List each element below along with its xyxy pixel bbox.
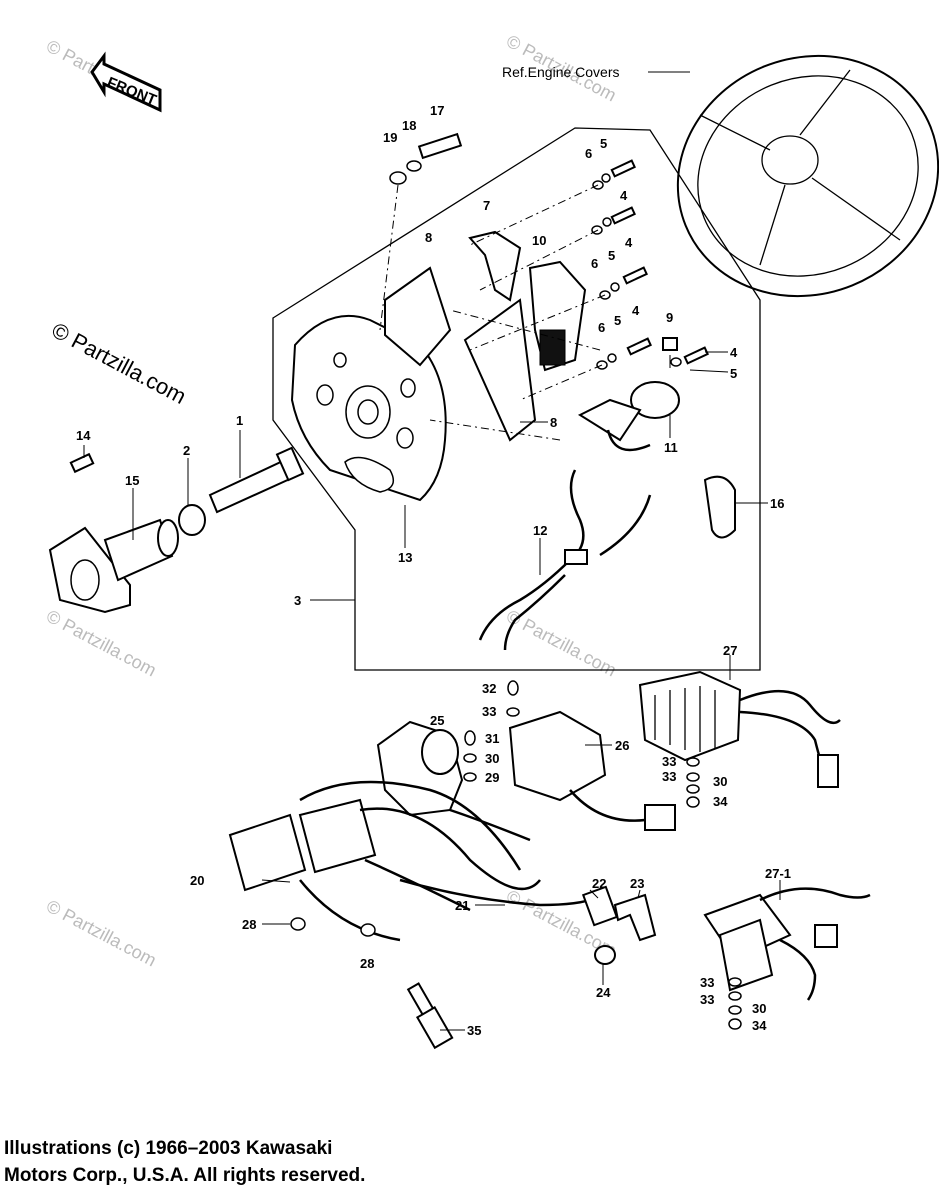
callout-8: 8 [425, 230, 432, 245]
callout-33: 33 [700, 992, 714, 1007]
callout-20: 20 [190, 873, 204, 888]
plug-cap [613, 893, 657, 942]
callout-19: 19 [383, 130, 397, 145]
callout-28: 28 [242, 917, 256, 932]
watermark-main: © Partzilla.com [48, 317, 191, 409]
callout-35: 35 [467, 1023, 481, 1038]
callout-26: 26 [615, 738, 629, 753]
high-tension-lead [399, 878, 596, 907]
callout-10: 10 [532, 233, 546, 248]
callout-30: 30 [713, 774, 727, 789]
callout-32: 32 [482, 681, 496, 696]
callout-27-1: 27-1 [765, 866, 791, 881]
lead-wire [478, 469, 652, 651]
assembly-guides [379, 184, 606, 441]
callout-8: 8 [550, 415, 557, 430]
callout-11: 11 [664, 440, 678, 455]
callout-6: 6 [591, 256, 598, 271]
regulator [376, 720, 531, 842]
points-felt [539, 329, 566, 366]
callout-4: 4 [620, 188, 628, 203]
copyright-line: Motors Corp., U.S.A. All rights reserved… [4, 1165, 366, 1186]
watermark: © Partzilla.com [43, 896, 159, 971]
contact-plate [463, 298, 537, 442]
leader-lines [83, 351, 781, 1031]
callout-30: 30 [485, 751, 499, 766]
spacer [662, 337, 678, 351]
callout-5: 5 [614, 313, 621, 328]
callout-16: 16 [770, 496, 784, 511]
rectifier [508, 710, 676, 831]
callout-34: 34 [713, 794, 728, 809]
callout-18: 18 [402, 118, 416, 133]
callout-22: 22 [592, 876, 606, 891]
watermark: © Partzilla.com [43, 606, 159, 681]
callout-3: 3 [294, 593, 301, 608]
bracket [703, 887, 871, 1001]
lock-washer [406, 160, 422, 172]
callout-27: 27 [723, 643, 737, 658]
small-hardware [290, 680, 742, 1030]
callout-17: 17 [430, 103, 444, 118]
callout-15: 15 [125, 473, 139, 488]
parts-diagram: © Partzilla.com © Partzilla.com © Partzi… [43, 31, 939, 1050]
timing-advancer [48, 518, 179, 614]
callout-30: 30 [752, 1001, 766, 1016]
callout-29: 29 [485, 770, 499, 785]
callout-23: 23 [630, 876, 644, 891]
pin [69, 452, 95, 474]
condenser [577, 381, 680, 452]
callout-7: 7 [483, 198, 490, 213]
stator-assembly-outline [272, 127, 761, 671]
front-arrow-icon: FRONT [90, 51, 162, 113]
screw-set [591, 159, 709, 370]
advancer-bolt [208, 446, 305, 514]
plug-cap [581, 885, 619, 927]
cap [594, 945, 616, 965]
screw [417, 132, 463, 160]
callout-9: 9 [666, 310, 673, 325]
callout-13: 13 [398, 550, 412, 565]
spark-plug [406, 982, 454, 1050]
contact-plate [384, 266, 452, 367]
callout-28: 28 [360, 956, 374, 971]
callout-14: 14 [76, 428, 91, 443]
callout-1: 1 [236, 413, 243, 428]
callout-4: 4 [730, 345, 738, 360]
copyright-line: Illustrations (c) 1966–2003 Kawasaki [4, 1138, 333, 1159]
callout-33: 33 [662, 769, 676, 784]
callout-33: 33 [482, 704, 496, 719]
callout-6: 6 [585, 146, 592, 161]
base-plate [290, 314, 447, 502]
engine-cover: Ref.Engine Covers [502, 54, 939, 298]
ref-engine-covers-label: Ref.Engine Covers [502, 64, 620, 80]
callout-34: 34 [752, 1018, 767, 1033]
callout-24: 24 [596, 985, 611, 1000]
callout-5: 5 [600, 136, 607, 151]
regulator-rectifier [638, 670, 841, 788]
callout-4: 4 [625, 235, 633, 250]
callout-4: 4 [632, 303, 640, 318]
callout-2: 2 [183, 443, 190, 458]
washer [389, 171, 407, 185]
nut [178, 504, 206, 536]
callout-21: 21 [455, 898, 469, 913]
callout-5: 5 [608, 248, 615, 263]
callout-33: 33 [662, 754, 676, 769]
contact-breaker-points [468, 230, 522, 302]
callout-33: 33 [700, 975, 714, 990]
clamp [703, 475, 736, 539]
callout-5: 5 [730, 366, 737, 381]
copyright-notice: Illustrations (c) 1966–2003 Kawasaki Mot… [4, 1135, 604, 1189]
callout-31: 31 [485, 731, 499, 746]
callout-25: 25 [430, 713, 444, 728]
ignition-coil [228, 780, 541, 942]
callout-12: 12 [533, 523, 547, 538]
callout-numbers: 1 2 3 4 4 4 4 5 5 5 5 6 6 6 7 8 8 9 10 1… [76, 103, 791, 1038]
callout-6: 6 [598, 320, 605, 335]
